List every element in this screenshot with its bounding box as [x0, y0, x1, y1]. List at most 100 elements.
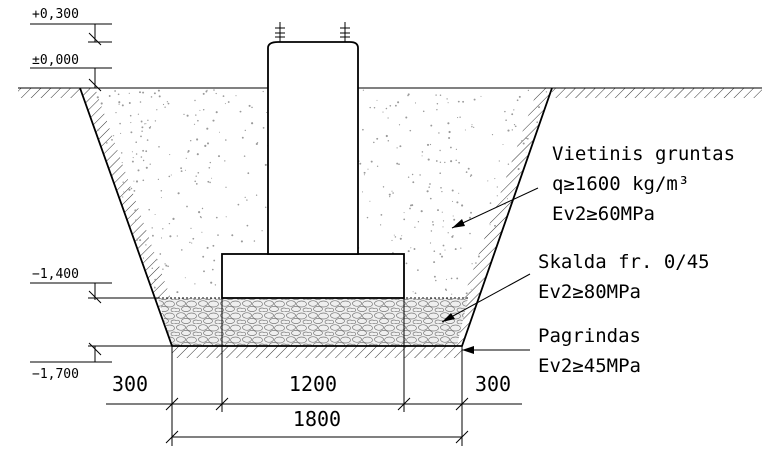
soil-dot: [197, 119, 199, 122]
soil-dot: [81, 217, 83, 219]
soil-dot: [518, 220, 521, 223]
soil-dot: [158, 95, 161, 98]
soil-dot: [530, 156, 532, 158]
soil-dot: [405, 116, 408, 119]
soil-dot: [206, 127, 209, 130]
soil-dot: [388, 193, 391, 196]
soil-dot: [403, 212, 405, 214]
soil-label-line-3: Ev2≥60MPa: [552, 203, 655, 225]
soil-dot: [118, 103, 120, 105]
soil-dot: [445, 289, 447, 291]
soil-dot: [405, 262, 408, 265]
soil-dot: [133, 180, 135, 182]
soil-dot: [382, 111, 384, 113]
soil-dot: [428, 186, 430, 188]
soil-dot: [217, 234, 219, 236]
soil-dot: [169, 154, 171, 156]
soil-dot: [100, 102, 103, 105]
soil-dot: [262, 90, 264, 93]
soil-dot: [545, 151, 548, 153]
soil-dot: [532, 180, 535, 182]
soil-dot: [201, 207, 204, 210]
soil-dot: [451, 293, 453, 295]
soil-dot: [82, 163, 85, 165]
soil-dot: [154, 213, 156, 216]
soil-dot: [159, 253, 162, 255]
soil-dot: [536, 273, 538, 275]
soil-dot: [162, 228, 164, 230]
soil-dot: [93, 177, 96, 180]
soil-dot: [536, 121, 539, 124]
soil-dot: [513, 109, 515, 111]
soil-dot: [444, 249, 446, 251]
soil-dot: [504, 110, 506, 113]
soil-dot: [222, 95, 225, 97]
soil-dot: [243, 155, 246, 157]
soil-dot: [439, 161, 442, 163]
soil-dot: [453, 218, 456, 221]
soil-dot: [111, 139, 113, 141]
soil-dot: [525, 171, 527, 173]
soil-dot: [227, 101, 230, 103]
soil-dot: [414, 226, 416, 228]
soil-dot: [101, 184, 104, 187]
soil-dot: [435, 160, 438, 162]
dimension-right: 300: [475, 372, 511, 396]
soil-dot: [392, 192, 394, 194]
soil-dot: [177, 192, 180, 195]
soil-dot: [442, 244, 445, 247]
soil-dot: [208, 166, 211, 169]
soil-dot: [197, 171, 200, 174]
base-label-line-1: Pagrindas: [538, 325, 641, 347]
soil-dot: [189, 241, 191, 244]
soil-dot: [489, 224, 491, 226]
soil-dot: [435, 279, 437, 282]
soil-dot: [527, 212, 529, 214]
soil-dot: [186, 114, 189, 117]
soil-dot: [451, 235, 454, 238]
soil-dot: [108, 95, 111, 97]
soil-dot: [369, 106, 371, 109]
soil-dot: [144, 123, 145, 125]
soil-dot: [385, 134, 388, 138]
soil-dot: [376, 165, 379, 167]
dimension-lines: [106, 298, 522, 446]
soil-dot: [533, 214, 535, 217]
soil-dot: [140, 120, 143, 123]
soil-dot: [460, 247, 462, 249]
excavation-outline: [79, 87, 553, 347]
soil-dot: [246, 199, 248, 201]
soil-dot: [170, 174, 172, 176]
soil-dot: [133, 190, 136, 192]
soil-dot: [507, 129, 510, 132]
soil-dot: [96, 96, 99, 99]
soil-dot: [147, 119, 149, 122]
soil-dot: [513, 123, 516, 126]
soil-dot: [455, 159, 457, 162]
soil-dot: [82, 219, 85, 221]
soil-dot: [480, 95, 482, 97]
soil-dot: [151, 267, 154, 270]
soil-dot: [461, 204, 464, 207]
soil-dot: [255, 142, 258, 146]
soil-dot: [210, 281, 213, 284]
soil-dot: [447, 232, 449, 234]
soil-dot: [158, 146, 160, 148]
soil-dot: [92, 214, 94, 217]
soil-dot: [127, 278, 130, 281]
soil-dot: [361, 191, 364, 193]
soil-dot: [409, 204, 412, 207]
soil-dot: [239, 110, 242, 113]
soil-dot: [420, 210, 423, 213]
soil-dot: [412, 181, 415, 184]
soil-dot: [241, 136, 244, 139]
soil-dot: [422, 110, 425, 113]
soil-dot: [99, 229, 102, 232]
soil-dot: [455, 148, 457, 150]
soil-dot: [544, 223, 546, 226]
soil-dot: [87, 126, 90, 129]
level-marker-top: +0,300: [30, 7, 112, 46]
soil-dot: [525, 254, 528, 257]
soil-dot: [202, 92, 205, 95]
